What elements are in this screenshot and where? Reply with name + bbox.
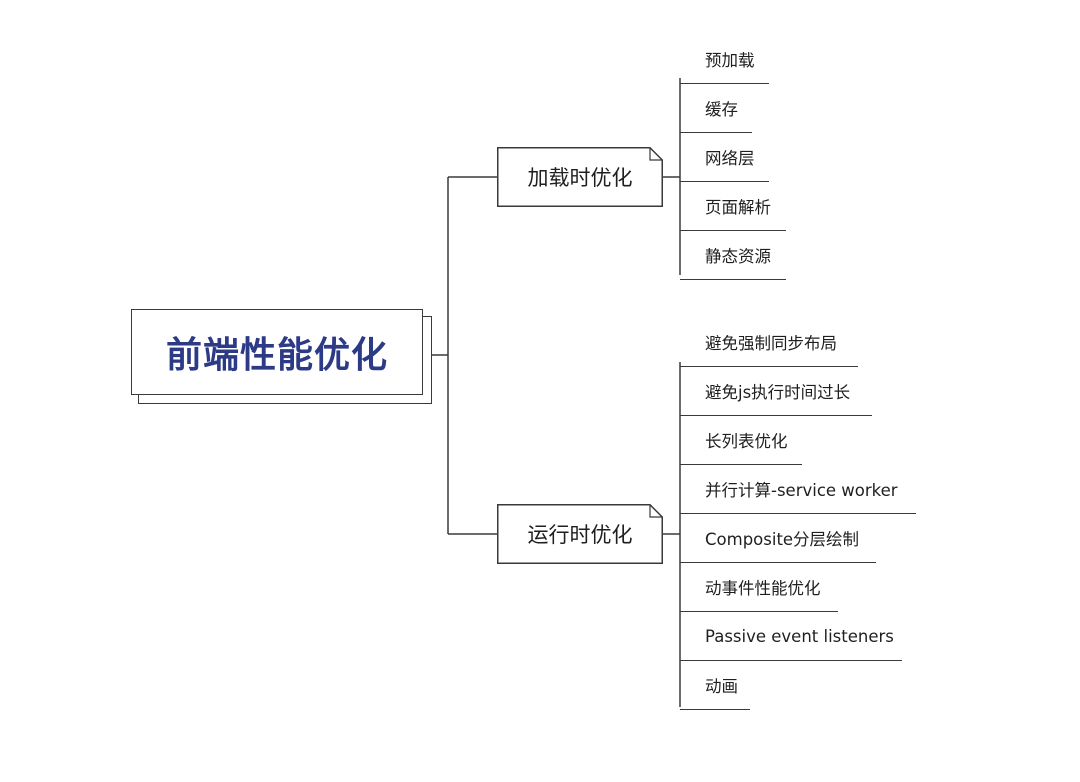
leaf-topic[interactable]: 预加载 (680, 35, 769, 84)
root-node[interactable]: 前端性能优化 (131, 309, 423, 395)
leaf-topic[interactable]: 动画 (680, 661, 750, 710)
leaf-label: 缓存 (705, 100, 738, 119)
branch-node-runtime[interactable]: 运行时优化 (497, 504, 663, 564)
leaf-label: 避免js执行时间过长 (705, 383, 851, 402)
leaf-topic[interactable]: Composite分层绘制 (680, 514, 876, 563)
root-title: 前端性能优化 (165, 335, 388, 376)
branch-title: 运行时优化 (527, 523, 633, 547)
leaf-topic[interactable]: 并行计算-service worker (680, 465, 916, 514)
leaf-topic[interactable]: 网络层 (680, 133, 769, 182)
leaf-topic[interactable]: 长列表优化 (680, 416, 802, 465)
leaf-label: 静态资源 (705, 247, 771, 266)
leaf-label: Composite分层绘制 (705, 530, 860, 549)
leaf-label: 预加载 (705, 51, 755, 70)
leaf-label: Passive event listeners (705, 626, 894, 646)
topic-frame (497, 147, 663, 207)
leaf-label: 长列表优化 (705, 432, 788, 451)
leaf-topic[interactable]: Passive event listeners (680, 612, 902, 661)
leaf-label: 页面解析 (705, 198, 771, 217)
leaf-label: 网络层 (705, 149, 755, 168)
leaf-label: 动画 (705, 677, 738, 696)
leaf-topic[interactable]: 页面解析 (680, 182, 786, 231)
leaf-topic[interactable]: 缓存 (680, 84, 752, 133)
topic-frame (497, 504, 663, 564)
leaf-label: 并行计算-service worker (705, 481, 898, 500)
leaf-topic[interactable]: 静态资源 (680, 231, 786, 280)
branch-title: 加载时优化 (527, 166, 633, 190)
leaf-label: 避免强制同步布局 (705, 334, 837, 353)
leaf-topic[interactable]: 避免js执行时间过长 (680, 367, 872, 416)
leaf-label: 动事件性能优化 (705, 579, 821, 598)
leaf-topic[interactable]: 动事件性能优化 (680, 563, 838, 612)
branch-node-load[interactable]: 加载时优化 (497, 147, 663, 207)
leaf-topic[interactable]: 避免强制同步布局 (680, 318, 858, 367)
